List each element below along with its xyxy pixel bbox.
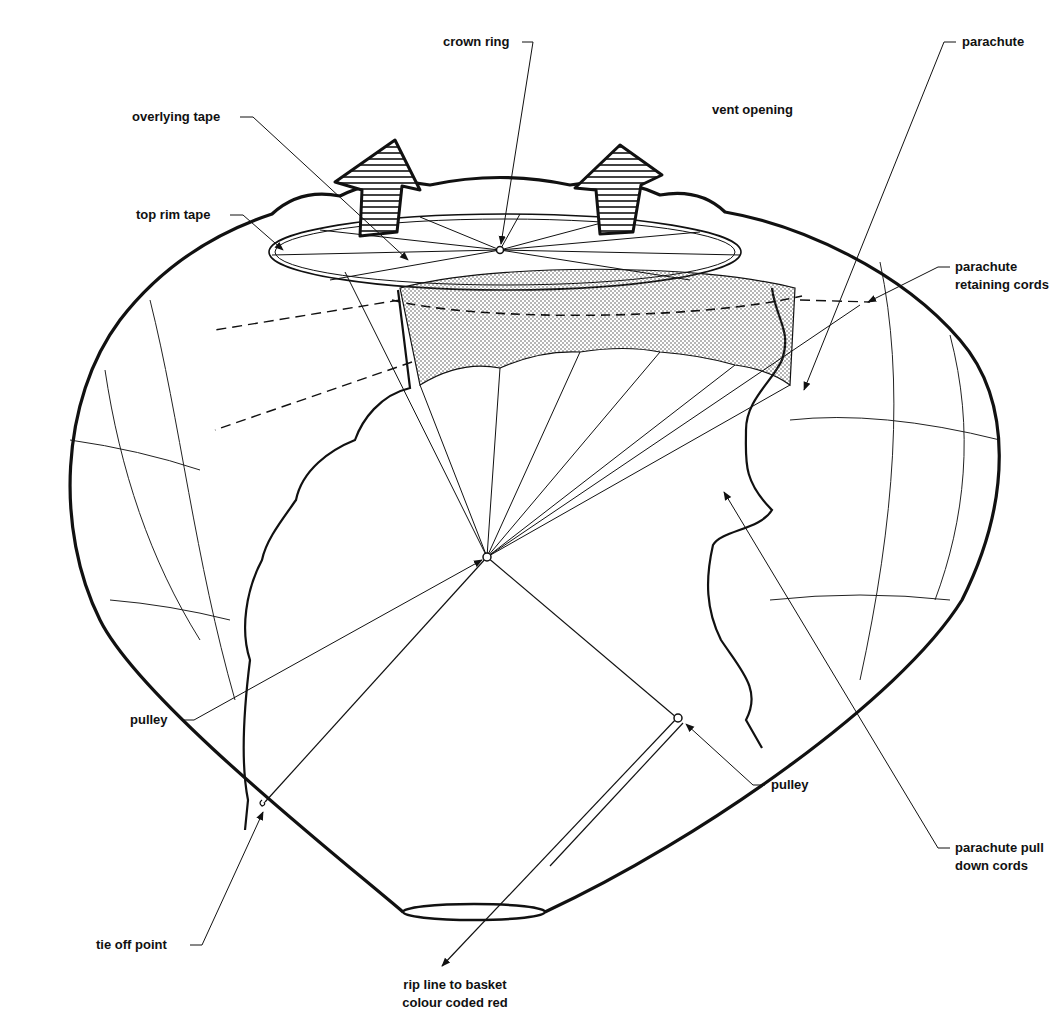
leader-line [230,215,283,250]
part-label: rip line to basket colour coded red [385,976,525,1012]
parachute-edge [392,296,802,315]
cutaway-edge [244,290,410,830]
pulley-symbol [483,553,491,561]
tape-line [500,250,740,255]
leader-lines [182,42,956,945]
rip-line [265,557,487,802]
leader-line [190,812,263,945]
tape-line [420,217,500,250]
cord-line [215,362,412,430]
vent-arrow [575,145,662,234]
leader-line [240,117,408,260]
cord-line [487,305,860,557]
rip-line [550,723,683,866]
part-label: vent opening [712,101,793,119]
leader-line [868,267,950,302]
rip-line [487,557,677,718]
pull-down-cords [345,272,860,557]
leader-line [501,42,533,244]
seam-line [935,335,964,600]
seam-line [110,600,230,620]
cord-line [487,365,735,557]
tape-line [500,250,690,280]
part-label: parachute retaining cords [955,258,1055,294]
seam-line [860,262,894,680]
seam-line [790,418,1000,441]
leader-line [804,42,956,390]
part-label: tie off point [96,936,167,954]
cord-line [215,300,400,330]
tape-line [320,230,500,250]
cord-line [800,300,870,302]
seam-line [105,370,200,640]
leader-line [686,724,765,785]
seam-line [150,300,235,700]
overlying-tapes [272,214,740,280]
part-label: top rim tape [136,206,210,224]
vent-arrow [335,140,420,236]
crown-ring [497,247,504,254]
tie-off-hook [260,800,265,806]
cord-line [420,385,487,557]
tape-line [330,250,500,280]
seam-line [70,440,200,470]
leader-line [724,492,950,848]
part-label: crown ring [443,33,509,51]
part-label: parachute pull down cords [955,839,1055,875]
part-label: parachute [962,33,1024,51]
cord-line [487,368,500,557]
part-label: pulley [771,776,809,794]
envelope-mouth [403,904,545,920]
seam-line [770,595,950,600]
cord-line [487,385,790,557]
cord-line [345,272,487,557]
pulley-symbol [674,714,682,722]
panel-seams [70,262,1000,700]
parachute-canopy [400,269,795,385]
tape-line [272,250,500,255]
rip-line [442,718,677,966]
envelope-outline [70,178,999,913]
part-label: pulley [130,711,168,729]
cord-line [487,352,580,557]
cord-line [487,352,660,557]
leader-line [182,560,482,720]
part-label: overlying tape [132,108,220,126]
